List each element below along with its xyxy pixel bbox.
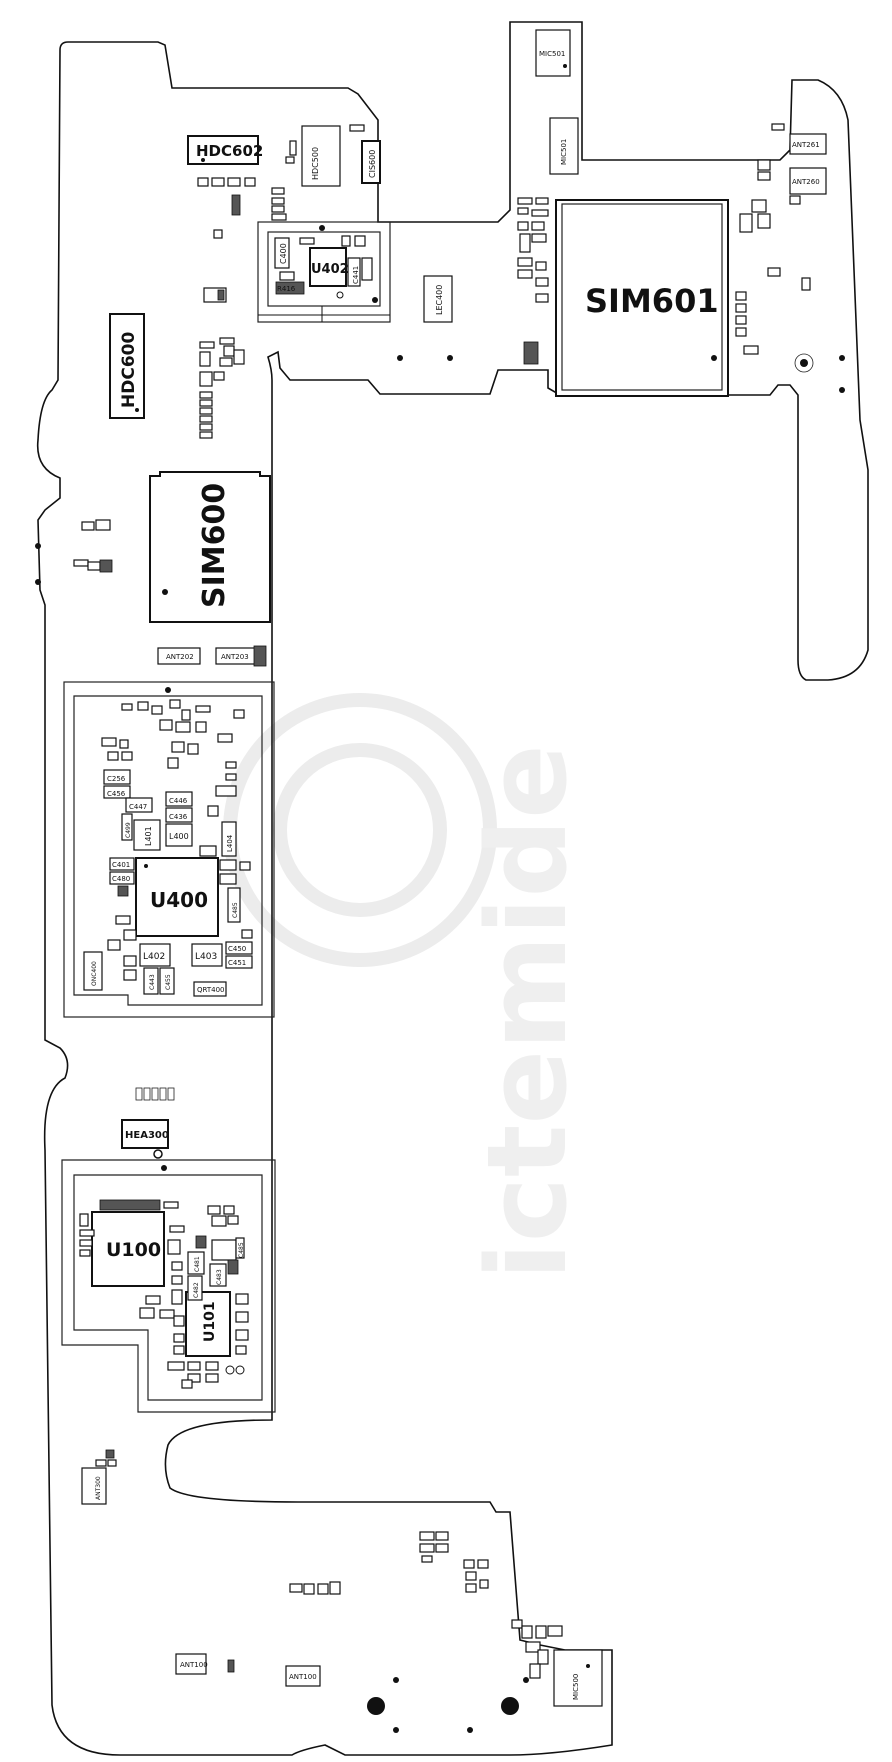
hdc500-component <box>301 125 341 187</box>
ant203-label: ANT203 <box>221 653 249 661</box>
hdc600-connector <box>109 313 145 419</box>
u400-outer-shield <box>63 681 275 1018</box>
ant260-component <box>789 167 827 195</box>
u101-chip <box>185 1291 231 1357</box>
c450-label: C450 <box>228 945 246 953</box>
mic501-component <box>535 29 571 77</box>
hdc600-label: HDC600 <box>119 332 139 408</box>
mic500-label: MIC500 <box>572 1674 580 1700</box>
ant300-label: ANT300 <box>95 1476 102 1500</box>
ant261-component <box>789 133 827 155</box>
c451-label: C451 <box>228 959 246 967</box>
ant100-component <box>175 1653 207 1675</box>
u400-label: U400 <box>150 888 208 912</box>
lec400-component <box>423 275 453 323</box>
sim601-label: SIM601 <box>585 282 719 320</box>
hdc602-connector <box>187 135 259 165</box>
ant100-label: ANT100 <box>180 1661 208 1669</box>
qrt400-label: QRT400 <box>197 986 225 994</box>
ant261-label: ANT261 <box>792 141 820 149</box>
c482-label: C482 <box>193 1282 200 1298</box>
lec400-label: LEC400 <box>435 285 444 315</box>
ant100-secondary-label: ANT100 <box>289 1673 317 1681</box>
u402-chip <box>309 247 347 287</box>
c485-label: C485 <box>232 902 239 918</box>
mount-hole-center <box>800 359 808 367</box>
c436-label: C436 <box>169 813 188 821</box>
u400-chip <box>135 857 219 937</box>
l402-label: L402 <box>143 952 165 962</box>
c481-label: C481 <box>194 1256 201 1272</box>
left-upper-region: HDC600 SIM600 ANT202 ANT203 <box>35 313 271 667</box>
ant300-component <box>81 1467 107 1505</box>
u402-shield <box>257 221 391 323</box>
u101-label: U101 <box>202 1301 218 1342</box>
c455-label: C455 <box>165 974 172 990</box>
c483-label: C483 <box>216 1269 223 1285</box>
sim600-slot <box>149 471 271 623</box>
watermark-text: ictemide <box>463 744 591 1280</box>
c485-secondary-label: C485 <box>238 1242 245 1258</box>
c401-label: C401 <box>112 861 130 869</box>
sim600-label: SIM600 <box>197 483 232 608</box>
u100-region: HEA300 U100 U101 C485 C481 C483 C482 <box>61 1087 276 1413</box>
c256-label: C256 <box>107 775 126 783</box>
mic501-label: MIC501 <box>539 50 565 58</box>
c400-label: C400 <box>279 243 288 264</box>
onc400-label: ONC400 <box>91 961 98 986</box>
u400-region: U400 C256 C456 C447 C446 C436 L400 L401 … <box>63 681 275 1018</box>
c499-label: C499 <box>125 822 132 838</box>
c441-label: C441 <box>352 266 360 284</box>
cis600-component <box>361 140 381 184</box>
sim601-slot <box>555 199 729 397</box>
u100-outer-shield <box>61 1159 276 1413</box>
watermark: ictemide <box>223 693 591 1280</box>
ant260-label: ANT260 <box>792 178 820 186</box>
ant202-component <box>157 647 201 665</box>
hdc500-label: HDC500 <box>311 147 320 180</box>
hdc602-label: HDC602 <box>196 142 263 160</box>
top-region: HDC602 HDC500 CIS600 U402 C400 R416 <box>187 29 845 397</box>
hea300-component <box>121 1119 169 1149</box>
mic500-component <box>553 1649 603 1707</box>
u100-chip <box>91 1211 165 1287</box>
svg-text:MIC501: MIC501 <box>560 139 568 165</box>
c446-label: C446 <box>169 797 188 805</box>
cis600-label: CIS600 <box>368 150 377 178</box>
c447-label: C447 <box>129 803 147 811</box>
c456-label: C456 <box>107 790 126 798</box>
l404-label: L404 <box>226 834 234 852</box>
u100-label: U100 <box>106 1239 161 1261</box>
r416-label: R416 <box>277 285 296 293</box>
l401-label: L401 <box>144 826 153 846</box>
c480-label: C480 <box>112 875 130 883</box>
mount-hole-right <box>501 1697 519 1715</box>
l400-label: L400 <box>169 832 189 841</box>
ant100-secondary-component <box>285 1665 321 1687</box>
u402-label: U402 <box>311 262 349 277</box>
mount-hole-left <box>367 1697 385 1715</box>
l403-label: L403 <box>195 952 217 962</box>
bottom-region: ANT300 ANT100 ANT100 MIC500 <box>81 1449 603 1733</box>
hea300-label: HEA300 <box>125 1130 169 1141</box>
c443-label: C443 <box>149 974 156 990</box>
ant202-label: ANT202 <box>166 653 194 661</box>
board-outline <box>36 21 869 1756</box>
